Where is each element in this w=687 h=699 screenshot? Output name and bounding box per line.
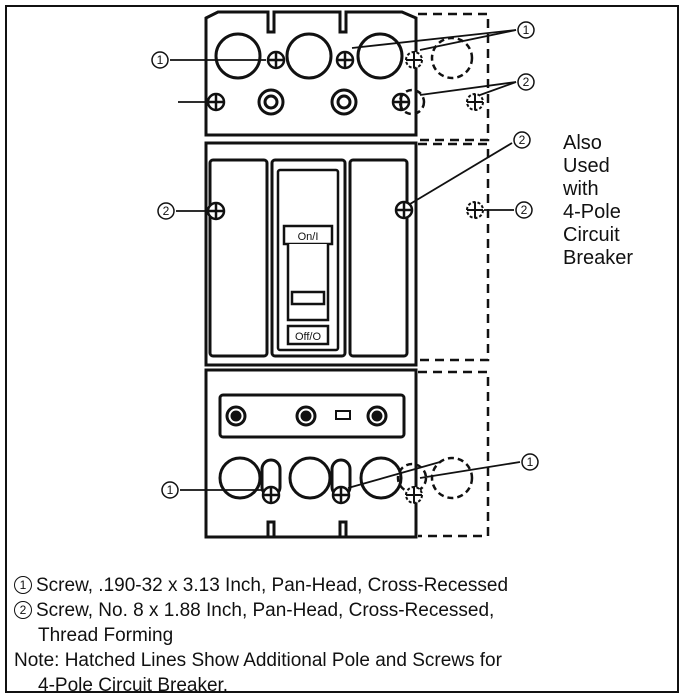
- cover-screw-right-icon: [394, 200, 414, 220]
- side-note-line: Breaker: [563, 247, 634, 269]
- legend-item-2-text: Screw, No. 8 x 1.88 Inch, Pan-Head, Cros…: [36, 600, 495, 621]
- bottom-screw-left-icon: [261, 485, 281, 505]
- fourth-pole-mount-screw-icon: [466, 93, 484, 111]
- callout-1-bottom-right: 1: [521, 453, 539, 471]
- terminal-bar: [218, 393, 406, 439]
- bottom-terminals: [218, 456, 403, 500]
- svg-text:1: 1: [523, 23, 530, 37]
- bottom-screw-right-icon: [331, 485, 351, 505]
- svg-text:2: 2: [163, 204, 170, 218]
- svg-text:2: 2: [521, 203, 528, 217]
- side-note-line: Also: [563, 132, 602, 154]
- callout-2-top-right: 2: [517, 73, 535, 91]
- callout-marker-1: 1: [14, 576, 32, 594]
- operating-handle: [276, 168, 340, 352]
- svg-text:1: 1: [167, 483, 174, 497]
- fourth-pole-outline: [418, 12, 490, 538]
- side-note-line: Circuit: [563, 224, 620, 246]
- side-note-line: with: [563, 178, 599, 200]
- breaker-diagram: On/I Off/O: [151, 10, 539, 539]
- leader-lines: [170, 29, 521, 491]
- ring-nuts: [257, 88, 358, 116]
- callout-1-top-right: 1: [517, 21, 535, 39]
- svg-text:1: 1: [157, 53, 164, 67]
- top-screw-left-icon: [266, 50, 286, 70]
- figure-frame: [5, 5, 679, 693]
- side-note-line: 4-Pole: [563, 201, 621, 223]
- legend-item-1-text: Screw, .190-32 x 3.13 Inch, Pan-Head, Cr…: [36, 575, 509, 596]
- callout-1-bottom-left: 1: [161, 481, 179, 499]
- legend-note: Note: Hatched Lines Show Additional Pole…: [14, 650, 502, 671]
- side-note-line: Used: [563, 155, 610, 177]
- callout-2-middle-right: 2: [515, 201, 533, 219]
- cover-screw-left-icon: [206, 201, 226, 221]
- fourth-pole-bottom-screw-icon: [405, 486, 423, 504]
- svg-text:2: 2: [523, 75, 530, 89]
- svg-text:2: 2: [519, 133, 526, 147]
- legend-note-continued: 4-Pole Circuit Breaker.: [38, 675, 229, 696]
- callout-1-top-left: 1: [151, 51, 169, 69]
- callout-marker-2: 2: [14, 601, 32, 619]
- callout-2-middle-left: 2: [157, 202, 175, 220]
- on-label: On/I: [298, 231, 319, 243]
- top-screw-right-icon: [335, 50, 355, 70]
- right-pole-cover: [348, 158, 409, 358]
- off-label: Off/O: [295, 331, 322, 343]
- left-pole-cover: [208, 158, 269, 358]
- legend-item-2-continued: Thread Forming: [38, 625, 174, 646]
- fourth-pole-cover-screw-icon: [466, 201, 484, 219]
- mount-screw-left-icon: [206, 92, 226, 112]
- fourth-pole-top-screw-icon: [405, 51, 423, 69]
- fourth-pole-note: Also Used with 4-Pole Circuit Breaker: [563, 132, 633, 270]
- callout-2-middle-top-right: 2: [513, 131, 531, 149]
- svg-text:1: 1: [527, 455, 534, 469]
- top-terminals: [214, 32, 404, 80]
